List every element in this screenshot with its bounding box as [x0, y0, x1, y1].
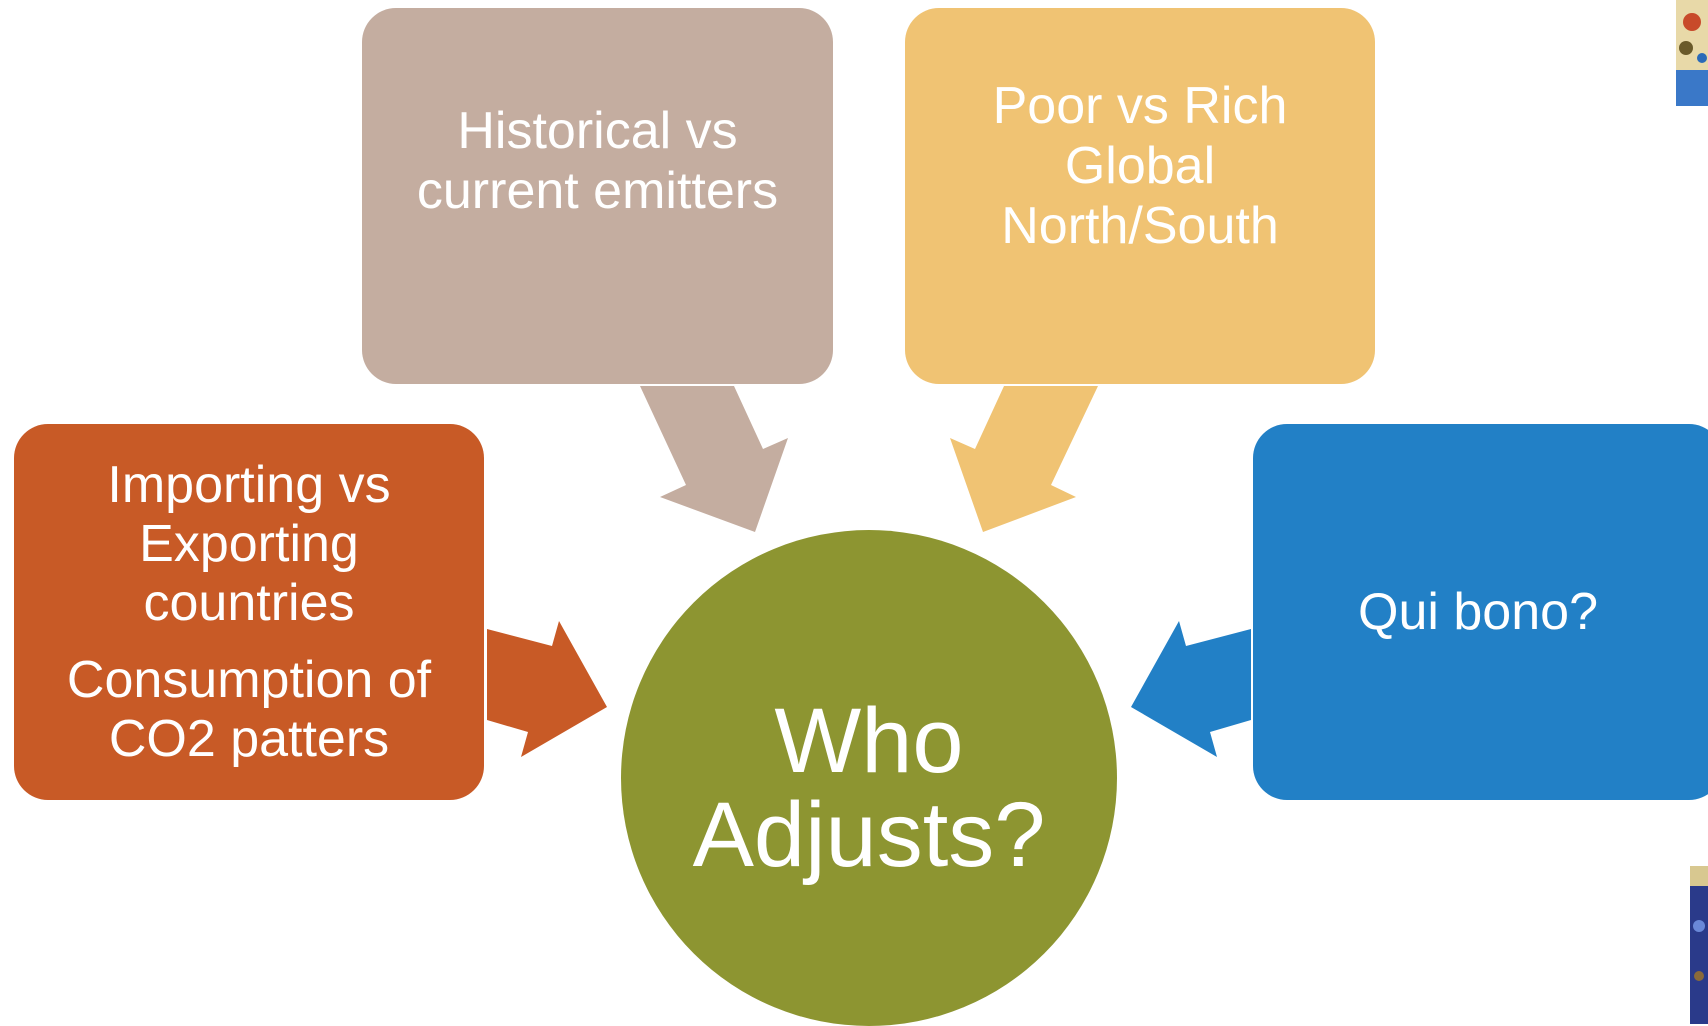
arrow-historical — [640, 386, 788, 532]
importing-line-1: Importing vs — [107, 455, 391, 514]
importing-line-3: countries — [143, 573, 355, 632]
poor-rich-line-2: Global — [1064, 137, 1216, 195]
historical-line-2: current emitters — [416, 162, 779, 220]
decorative-image-top — [1676, 0, 1708, 106]
center-line-2: Adjusts? — [692, 784, 1046, 886]
importing-line-5: CO2 patters — [108, 709, 390, 768]
historical-line-1: Historical vs — [457, 102, 738, 160]
qui-bono-box: Qui bono? — [1253, 424, 1708, 800]
center-line-1: Who — [774, 690, 964, 792]
arrow-qui-bono — [1131, 621, 1251, 757]
qui-bono-label: Qui bono? — [1358, 583, 1598, 641]
who-adjusts-circle: Who Adjusts? — [621, 530, 1117, 1026]
importing-line-4: Consumption of — [66, 650, 432, 709]
poor-vs-rich-box: Poor vs Rich Global North/South — [905, 8, 1375, 384]
importing-exporting-box: Importing vs Exporting countries Consump… — [14, 424, 484, 800]
importing-line-2: Exporting — [139, 514, 359, 573]
arrow-importing — [487, 621, 607, 757]
historical-emitters-box: Historical vs current emitters — [362, 8, 833, 384]
poor-rich-line-1: Poor vs Rich — [992, 77, 1288, 135]
arrow-poor-rich — [950, 386, 1098, 532]
decorative-image-bottom — [1690, 866, 1708, 1024]
poor-rich-line-3: North/South — [1001, 197, 1279, 255]
